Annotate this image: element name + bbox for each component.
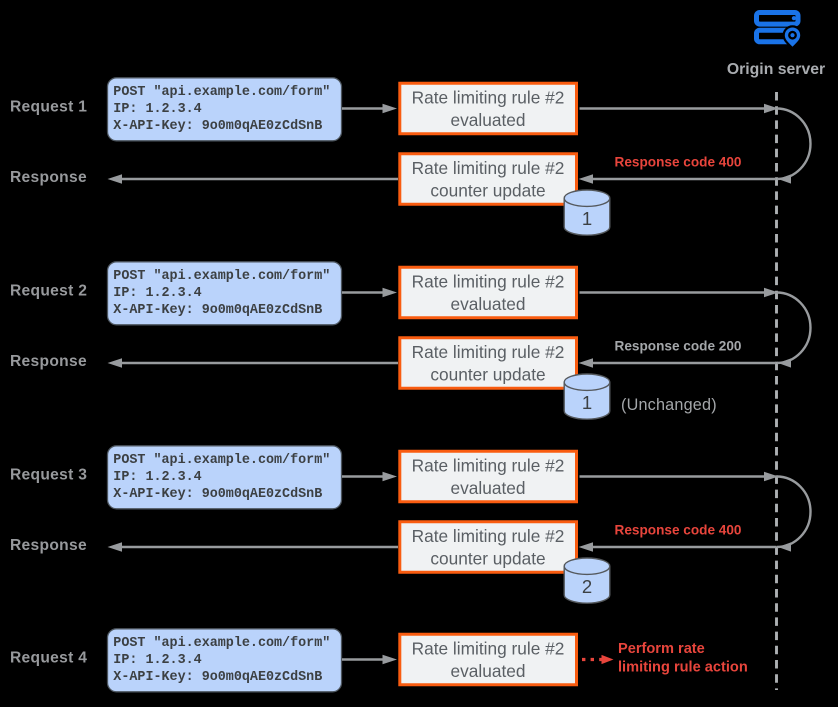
svg-text:IP: 1.2.3.4: IP: 1.2.3.4 [113,102,201,117]
svg-text:Request 1: Request 1 [10,98,87,115]
svg-text:Rate limiting rule #2: Rate limiting rule #2 [412,639,565,659]
svg-text:evaluated: evaluated [451,294,526,314]
svg-text:Rate limiting rule #2: Rate limiting rule #2 [412,158,565,178]
svg-text:1: 1 [582,392,592,413]
svg-text:Response: Response [10,169,87,186]
svg-text:Response code 400: Response code 400 [615,154,742,169]
svg-text:Rate limiting rule #2: Rate limiting rule #2 [412,456,565,476]
svg-text:Origin server: Origin server [727,61,825,78]
svg-text:Request 2: Request 2 [10,282,87,299]
svg-text:X-API-Key: 9o0m0qAE0zCdSnB: X-API-Key: 9o0m0qAE0zCdSnB [113,670,322,685]
svg-text:Response: Response [10,537,87,554]
svg-text:Request 3: Request 3 [10,466,87,483]
svg-text:Rate limiting rule #2: Rate limiting rule #2 [412,88,565,108]
svg-text:counter update: counter update [430,181,545,201]
svg-text:Rate limiting rule #2: Rate limiting rule #2 [412,526,565,546]
svg-text:IP: 1.2.3.4: IP: 1.2.3.4 [113,470,201,485]
svg-text:evaluated: evaluated [451,478,526,498]
svg-text:X-API-Key: 9o0m0qAE0zCdSnB: X-API-Key: 9o0m0qAE0zCdSnB [113,119,322,134]
svg-text:1: 1 [582,208,592,229]
svg-text:counter update: counter update [430,549,545,569]
svg-text:Rate limiting rule #2: Rate limiting rule #2 [412,272,565,292]
svg-text:Response: Response [10,353,87,370]
svg-text:POST "api.example.com/form": POST "api.example.com/form" [113,453,330,468]
svg-text:Response code 200: Response code 200 [615,338,742,353]
svg-text:IP: 1.2.3.4: IP: 1.2.3.4 [113,653,201,668]
svg-text:IP: 1.2.3.4: IP: 1.2.3.4 [113,286,201,301]
svg-text:POST "api.example.com/form": POST "api.example.com/form" [113,636,330,651]
svg-text:Perform rate: Perform rate [618,641,705,657]
svg-text:POST "api.example.com/form": POST "api.example.com/form" [113,85,330,100]
svg-text:evaluated: evaluated [451,110,526,130]
svg-text:Response code 400: Response code 400 [615,522,742,537]
svg-text:Rate limiting rule #2: Rate limiting rule #2 [412,342,565,362]
svg-text:(Unchanged): (Unchanged) [621,396,717,414]
svg-text:2: 2 [582,576,592,597]
svg-text:POST "api.example.com/form": POST "api.example.com/form" [113,269,330,284]
svg-text:counter update: counter update [430,365,545,385]
svg-text:evaluated: evaluated [451,661,526,681]
svg-text:X-API-Key: 9o0m0qAE0zCdSnB: X-API-Key: 9o0m0qAE0zCdSnB [113,487,322,502]
svg-text:limiting rule action: limiting rule action [618,660,748,676]
svg-text:X-API-Key: 9o0m0qAE0zCdSnB: X-API-Key: 9o0m0qAE0zCdSnB [113,303,322,318]
svg-text:Request 4: Request 4 [10,649,87,666]
